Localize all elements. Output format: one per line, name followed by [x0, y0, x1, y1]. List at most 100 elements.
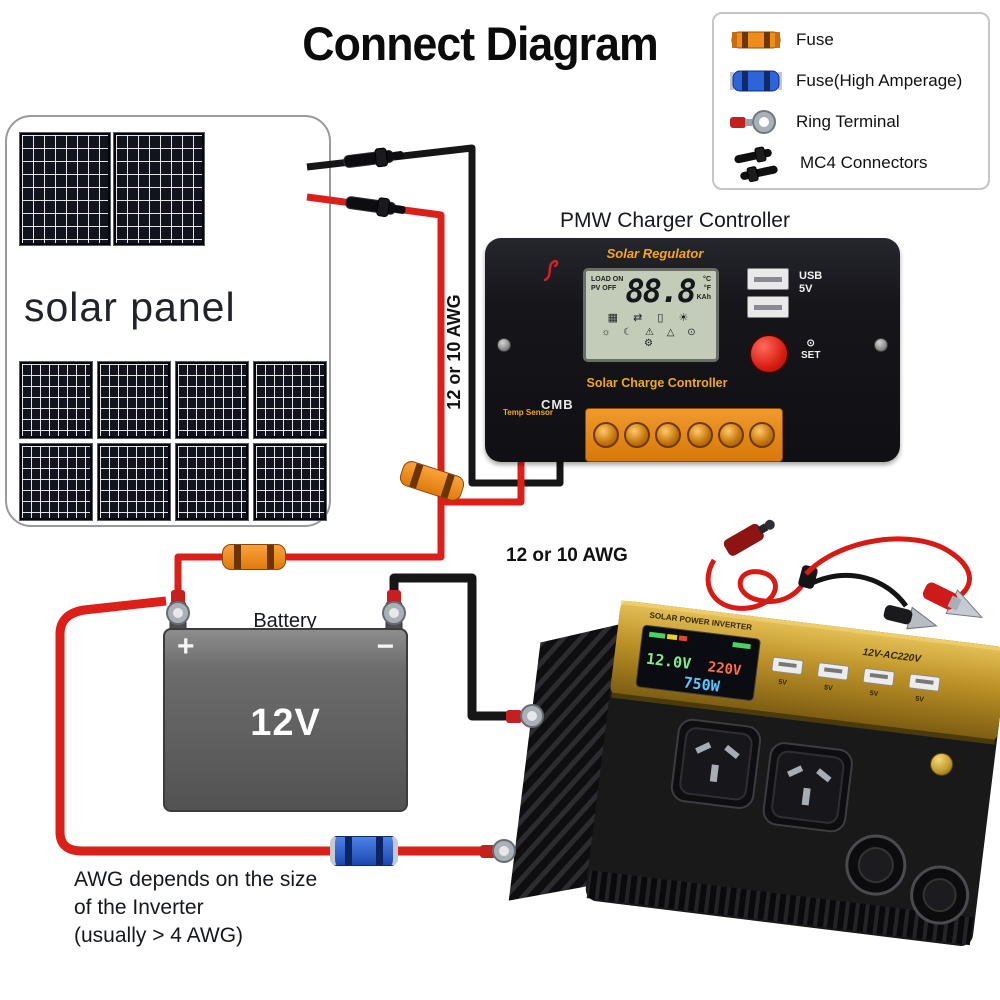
terminal-screw — [686, 422, 713, 448]
mounting-screw — [874, 338, 888, 352]
usb-voltage-text: 5V — [799, 283, 813, 295]
solar-panel — [98, 444, 170, 520]
terminal-screw — [717, 422, 744, 448]
car-charger-plug — [723, 519, 775, 556]
lcd-pv-status: PV OFF — [591, 285, 617, 292]
terminal-screw — [623, 422, 650, 448]
awg-note-line: of the Inverter — [74, 896, 204, 919]
lcd-unit-celsius: °C — [703, 276, 711, 283]
power-button — [930, 752, 954, 776]
inverter-display: 12.0V 220V 750W — [635, 624, 761, 701]
set-button — [749, 334, 789, 374]
awg-note-line: AWG depends on the size — [74, 868, 318, 891]
usb-port — [747, 268, 789, 290]
mc4-connector-negative — [343, 147, 404, 168]
lcd-reading: 88.8 — [625, 272, 696, 310]
fuse-high-amperage-icon — [730, 70, 782, 91]
lcd-status-icons: ▦ ⇄ ▯ ☀ — [607, 312, 695, 324]
legend-item-fuse: Fuse — [728, 19, 988, 60]
usb-port-label: 5V — [778, 679, 788, 687]
controller-title: PMW Charger Controller — [560, 209, 790, 232]
usb-port-label: 5V — [915, 696, 925, 704]
usb-text: USB — [799, 270, 823, 282]
lcd-unit-capacity: KAh — [696, 294, 711, 301]
car-charger-cable — [705, 519, 809, 611]
solar-panel — [20, 362, 92, 438]
legend-label: MC4 Connectors — [800, 152, 928, 172]
temp-sensor-label: Temp Sensor — [502, 408, 554, 417]
display-watts: 750W — [683, 673, 722, 695]
legend-item-mc4-connectors: MC4 Connectors — [728, 142, 988, 183]
legend: Fuse Fuse(High Amperage) Ring Terminal — [712, 12, 990, 190]
solar-panel — [254, 362, 326, 438]
battery-positive-sign: + — [177, 630, 195, 663]
page-title: Connect Diagram — [302, 17, 658, 70]
battery-wire-gauge-label: 12 or 10 AWG — [506, 545, 628, 566]
battery-negative-inverter-cable — [389, 573, 514, 721]
solar-panel — [98, 362, 170, 438]
pv-positive-wire — [174, 193, 445, 606]
set-text: SET — [801, 350, 821, 361]
charge-controller: Solar Regulator LOAD ON PV OFF 88.8 °C °… — [485, 238, 900, 462]
ring-terminal-battery-positive — [166, 590, 190, 625]
mc4-connectors-icon — [734, 146, 778, 182]
dc-socket — [845, 834, 907, 896]
lcd-unit-fahrenheit: °F — [703, 285, 711, 292]
ring-terminal-icon — [730, 109, 776, 134]
legend-item-ring-terminal: Ring Terminal — [728, 101, 988, 142]
battery: + − 12V — [163, 628, 408, 812]
pv-wire-gauge-label: 12 or 10 AWG — [444, 294, 464, 410]
fuse-high-amperage-inline — [330, 836, 398, 866]
mc4-connector-positive — [345, 196, 406, 218]
awg-note-line: (usually > 4 AWG) — [74, 924, 244, 947]
usb-port-label: 5V — [869, 690, 879, 698]
solar-regulator-label: Solar Regulator — [606, 246, 704, 261]
set-button-label: ⊙ SET — [801, 338, 820, 362]
ring-terminal-inverter-positive — [480, 839, 516, 863]
pv-negative-wire — [306, 144, 564, 487]
ring-terminal-inverter-negative — [506, 704, 544, 728]
inverter: SOLAR POWER INVERTER 12V-AC220V 12.0V 22… — [508, 600, 1000, 946]
mounting-screw — [497, 338, 511, 352]
solar-panel — [20, 133, 110, 245]
solar-panel — [176, 362, 248, 438]
power-icon: ⊙ — [806, 338, 815, 349]
legend-label: Ring Terminal — [796, 111, 900, 131]
inverter-usb-ports: 5V 5V 5V 5V — [771, 656, 941, 704]
battery-voltage: 12V — [250, 702, 321, 744]
lcd-display: LOAD ON PV OFF 88.8 °C °F KAh ▦ ⇄ ▯ ☀ ☼ … — [583, 268, 719, 362]
legend-item-fuse-high-amperage: Fuse(High Amperage) — [728, 60, 988, 101]
terminal-block — [585, 408, 783, 462]
brand-mark-icon — [543, 259, 559, 282]
controller-battery-wire — [441, 461, 525, 506]
ring-terminal-battery-negative — [382, 590, 406, 625]
display-ac-volts: 220V — [707, 659, 743, 679]
ac-outlet — [670, 718, 762, 809]
controller-model: CMB — [541, 397, 574, 412]
usb-label: USB 5V — [799, 270, 822, 296]
solar-panel-array: solar panel — [5, 115, 331, 527]
solar-panel-label: solar panel — [24, 284, 236, 330]
legend-label: Fuse(High Amperage) — [796, 70, 963, 90]
solar-panel — [176, 444, 248, 520]
red-alligator-clip — [922, 582, 984, 619]
battery-positive-inverter-cable — [55, 596, 488, 856]
black-alligator-clip — [883, 605, 938, 630]
terminal-screw — [655, 422, 682, 448]
terminal-screw — [749, 422, 776, 448]
dc-socket — [910, 865, 970, 925]
inverter-bottom-ribs — [586, 870, 974, 946]
solar-panel — [20, 444, 92, 520]
lcd-load-status: LOAD ON — [591, 276, 624, 283]
usb-port-label: 5V — [824, 684, 834, 692]
battery-clamp-cables — [798, 536, 984, 630]
charge-controller-label: Solar Charge Controller — [586, 376, 728, 390]
lcd-mode-icons: ☼ ☾ ⚠ △ ⊙ ⚙ — [601, 327, 701, 349]
inverter-heatsink — [508, 624, 621, 901]
solar-panel — [254, 444, 326, 520]
awg-note: AWG depends on the size of the Inverter … — [74, 866, 317, 950]
fuse-icon — [731, 31, 781, 48]
usb-port — [747, 296, 789, 318]
